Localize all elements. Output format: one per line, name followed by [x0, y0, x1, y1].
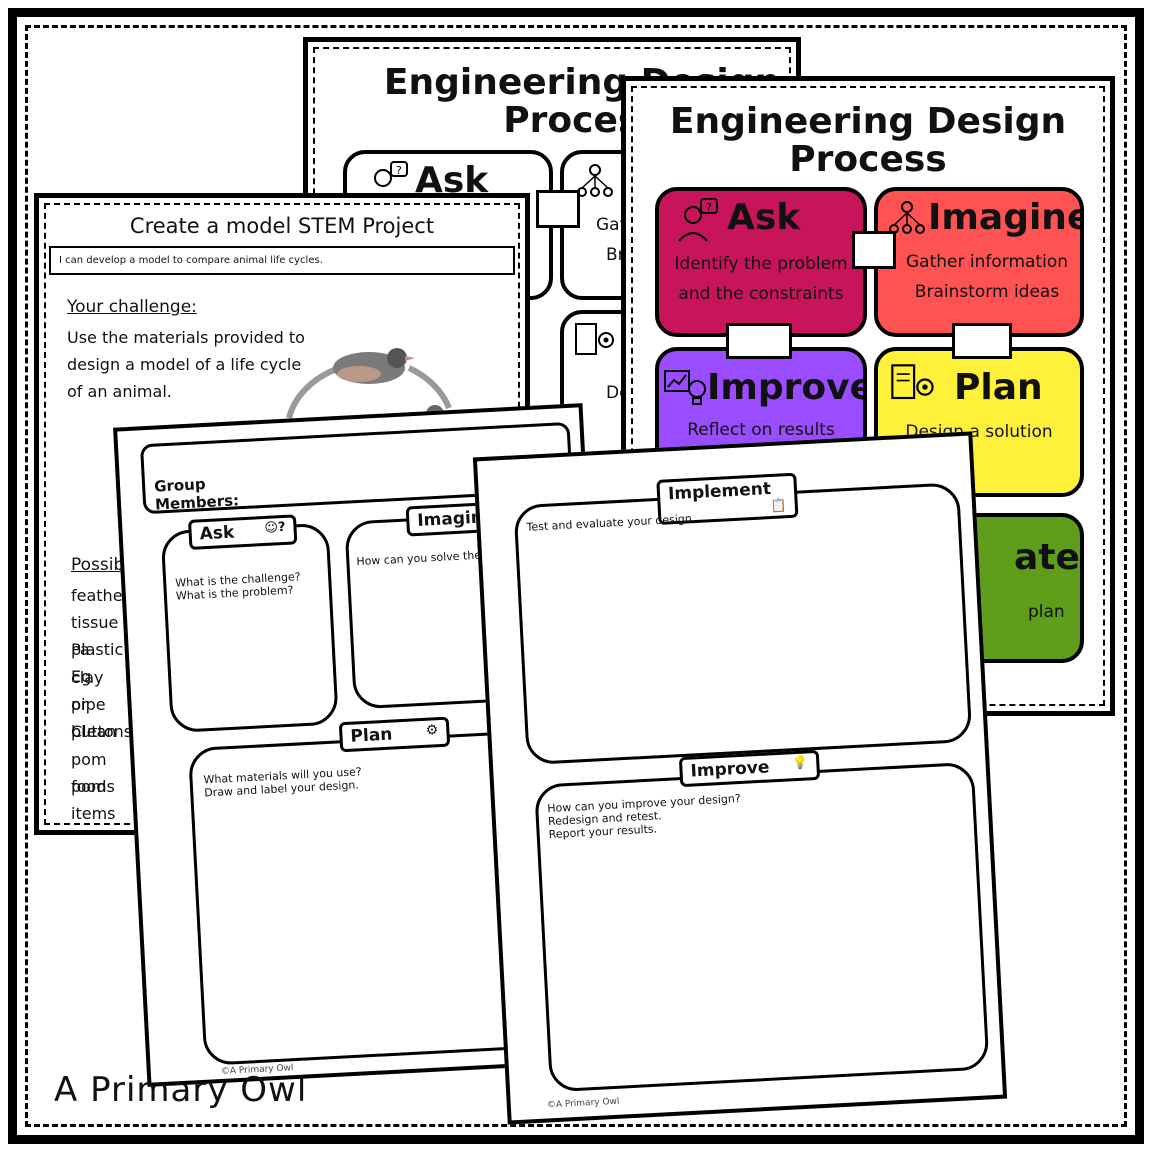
improve-tab-label: Improve — [690, 757, 770, 782]
poster-back-arrow — [536, 190, 580, 228]
stem-title: Create a model STEM Project — [129, 214, 435, 238]
challenge-text: Use the materials provided to design a m… — [67, 328, 305, 401]
gears-icon — [575, 323, 614, 355]
imagine-text: Gather information Brainstorm ideas — [906, 252, 1068, 302]
create-text: plan — [1028, 602, 1065, 622]
list-item: pom poms — [71, 750, 115, 796]
person-question-icon: ☺? — [264, 519, 286, 536]
create-label: ate — [1014, 537, 1080, 578]
imagine-label: Imagine — [928, 197, 1084, 238]
group-members-label: Group Members: — [153, 474, 240, 514]
improve-label: Improve — [707, 367, 867, 408]
frame-dashed-border — [25, 25, 1127, 1127]
improve-to-ask-arrow — [726, 323, 792, 359]
plan-tab: Plan ⚙ — [338, 716, 451, 753]
ask-label: Ask — [727, 197, 801, 238]
imagine-box: Imagine Gather information Brainstorm id… — [874, 187, 1084, 337]
poster-back-frag-br: Br — [606, 245, 625, 265]
imagine-to-plan-arrow — [952, 323, 1012, 359]
ask-to-imagine-arrow — [852, 231, 896, 269]
challenge-heading: Your challenge: — [67, 297, 197, 317]
ask-text: Identify the problem and the constraints — [674, 254, 848, 304]
list-item: clay or pl — [71, 668, 104, 741]
gears-icon: ⚙ — [425, 722, 439, 739]
ask-tab-label: Ask — [199, 522, 235, 545]
list-item: food items — [71, 777, 116, 823]
people-idea-icon — [889, 201, 925, 234]
plan-tab-label: Plan — [350, 724, 393, 747]
ask-tab: Ask ☺? — [187, 514, 298, 550]
svg-text:?: ? — [396, 164, 402, 177]
poster-back-frag-gat: Gat — [596, 215, 627, 235]
list-item: tissue Pa — [71, 613, 119, 659]
improve-icon — [664, 370, 706, 405]
clipboard-icon: 📋 — [770, 498, 788, 515]
gears-icon — [891, 364, 934, 400]
poster-front-title: Engineering Design Process — [669, 101, 1067, 180]
improve-icon: 💡 — [791, 755, 809, 772]
plan-label: Plan — [954, 367, 1043, 408]
people-idea-icon — [577, 164, 613, 197]
brand-logo-text: A Primary Owl — [54, 1070, 308, 1110]
list-item: pipe Clean — [71, 695, 117, 741]
worksheet-implement-improve: Implement 📋 Test and evaluate your desig… — [472, 431, 1008, 1125]
svg-text:?: ? — [706, 201, 712, 214]
stem-goal: I can develop a model to compare animal … — [49, 246, 515, 275]
implement-tab-label: Implement — [667, 478, 772, 505]
list-item: buttons — [71, 722, 133, 741]
ws2-copyright: ©A Primary Owl — [546, 1096, 620, 1111]
ask-answer-box — [160, 522, 339, 734]
person-question-icon: ? — [678, 198, 718, 242]
ask-box: ? Ask Identify the problem and the const… — [655, 187, 867, 337]
list-item: plastic Eg — [71, 640, 124, 686]
